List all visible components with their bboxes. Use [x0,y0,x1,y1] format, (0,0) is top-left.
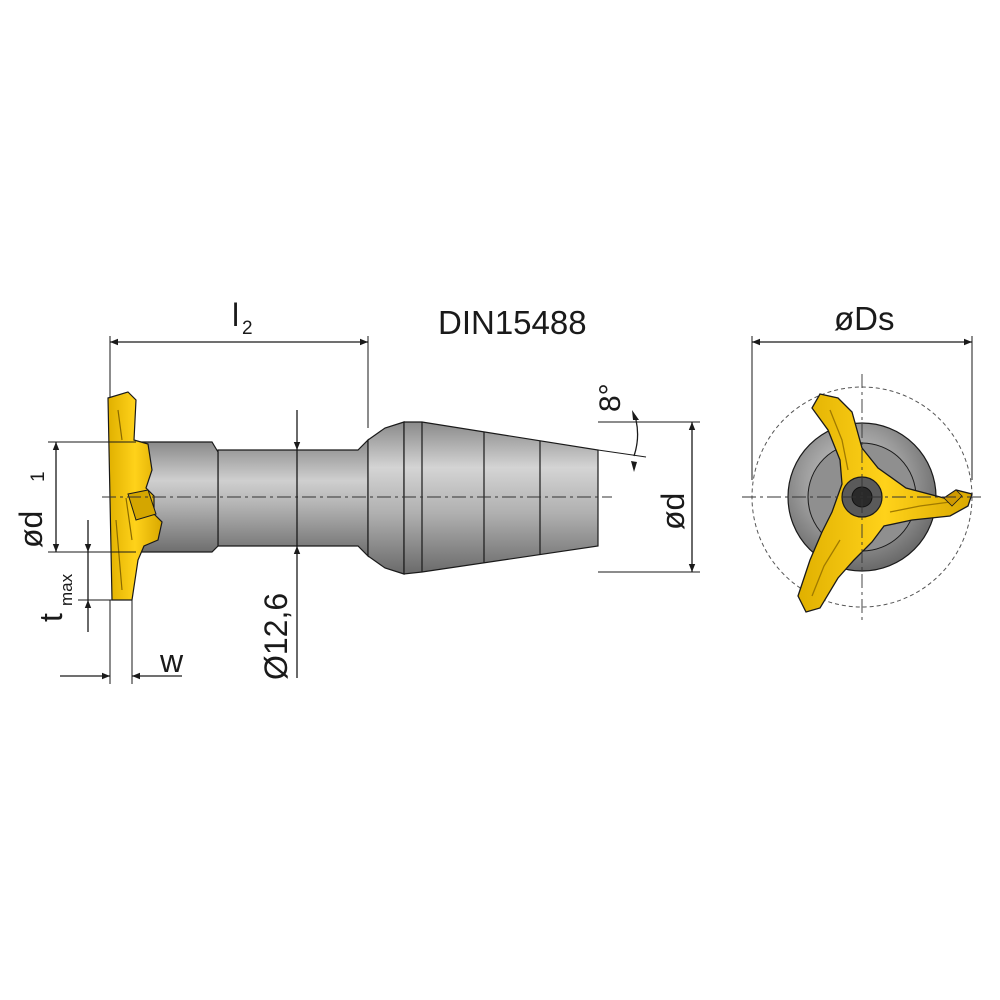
collar-ring [367,421,405,575]
insert-end-view [797,393,973,613]
insert-side [107,391,163,601]
shank-neck [217,438,369,558]
side-view [102,391,612,601]
l2-subscript: 2 [242,318,253,339]
l2-label: l [232,297,239,333]
tmax-label: t [33,613,69,622]
standard-label: DIN15488 [438,304,587,341]
shank-dia-label: Ø12,6 [258,593,294,680]
d1-subscript: 1 [28,471,49,482]
ds-label: øDs [834,300,895,337]
w-label: w [159,643,184,679]
d1-label: ød [13,511,49,548]
taper-shank [403,421,599,575]
d-label: ød [655,493,691,530]
angle-label: 8° [594,383,627,412]
side-view-dimensions: l 2 DIN15488 ød 1 t max w Ø12,6 ød [13,297,700,684]
tmax-subscript: max [57,573,76,606]
end-view: øDs [742,300,984,620]
